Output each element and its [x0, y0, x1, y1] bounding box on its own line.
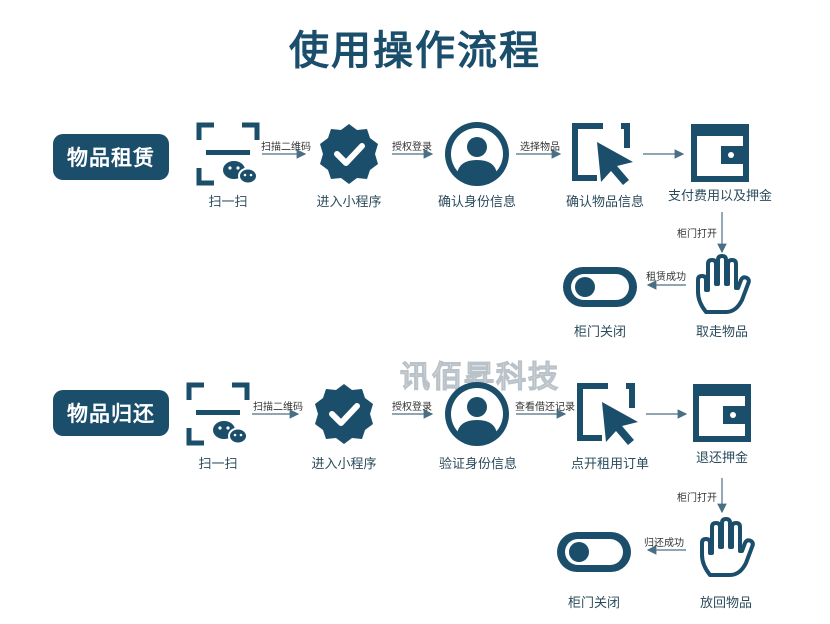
cursor-select-icon	[577, 383, 638, 445]
step-label: 点开租用订单	[570, 457, 649, 472]
wallet-icon	[693, 384, 751, 442]
edge-label: 柜门打开	[677, 493, 717, 504]
toggle-switch-icon	[557, 532, 631, 572]
step-label: 确认物品信息	[565, 195, 644, 210]
step-label: 柜门关闭	[573, 325, 626, 340]
return-badge: 物品归还	[53, 390, 169, 436]
edge-label: 授权登录	[392, 402, 432, 413]
edge-label: 扫描二维码	[261, 142, 311, 153]
step-label: 取走物品	[695, 325, 748, 340]
toggle-switch-icon	[563, 267, 637, 307]
edge-label: 选择物品	[520, 142, 560, 153]
wallet-icon	[691, 124, 749, 182]
edge-label: 归还成功	[644, 538, 684, 549]
page-title: 使用操作流程	[289, 28, 541, 74]
step-label: 柜门关闭	[567, 596, 620, 611]
hand-icon	[700, 517, 755, 577]
step-label: 确认身份信息	[437, 195, 516, 210]
verified-badge-icon	[320, 124, 378, 184]
step-label: 支付费用以及押金	[667, 189, 772, 204]
edge-label: 授权登录	[392, 142, 432, 153]
step-label: 进入小程序	[311, 457, 377, 472]
edge-label: 租赁成功	[646, 272, 686, 283]
rent-badge: 物品租赁	[53, 134, 169, 180]
step-label: 验证身份信息	[438, 457, 517, 472]
edge-label: 查看借还记录	[515, 402, 575, 413]
cursor-select-icon	[572, 123, 633, 185]
user-avatar-icon	[445, 122, 509, 186]
hand-icon	[696, 254, 751, 314]
step-label: 退还押金	[695, 451, 748, 466]
step-label: 扫一扫	[198, 457, 238, 472]
scan-wechat-icon	[186, 382, 250, 446]
scan-wechat-icon	[196, 122, 260, 186]
edge-label: 扫描二维码	[253, 402, 303, 413]
step-label: 进入小程序	[316, 195, 382, 210]
step-label: 放回物品	[699, 596, 752, 611]
step-label: 扫一扫	[208, 195, 248, 210]
edge-label: 柜门打开	[677, 229, 717, 240]
verified-badge-icon	[315, 384, 373, 444]
user-avatar-icon	[445, 382, 509, 446]
